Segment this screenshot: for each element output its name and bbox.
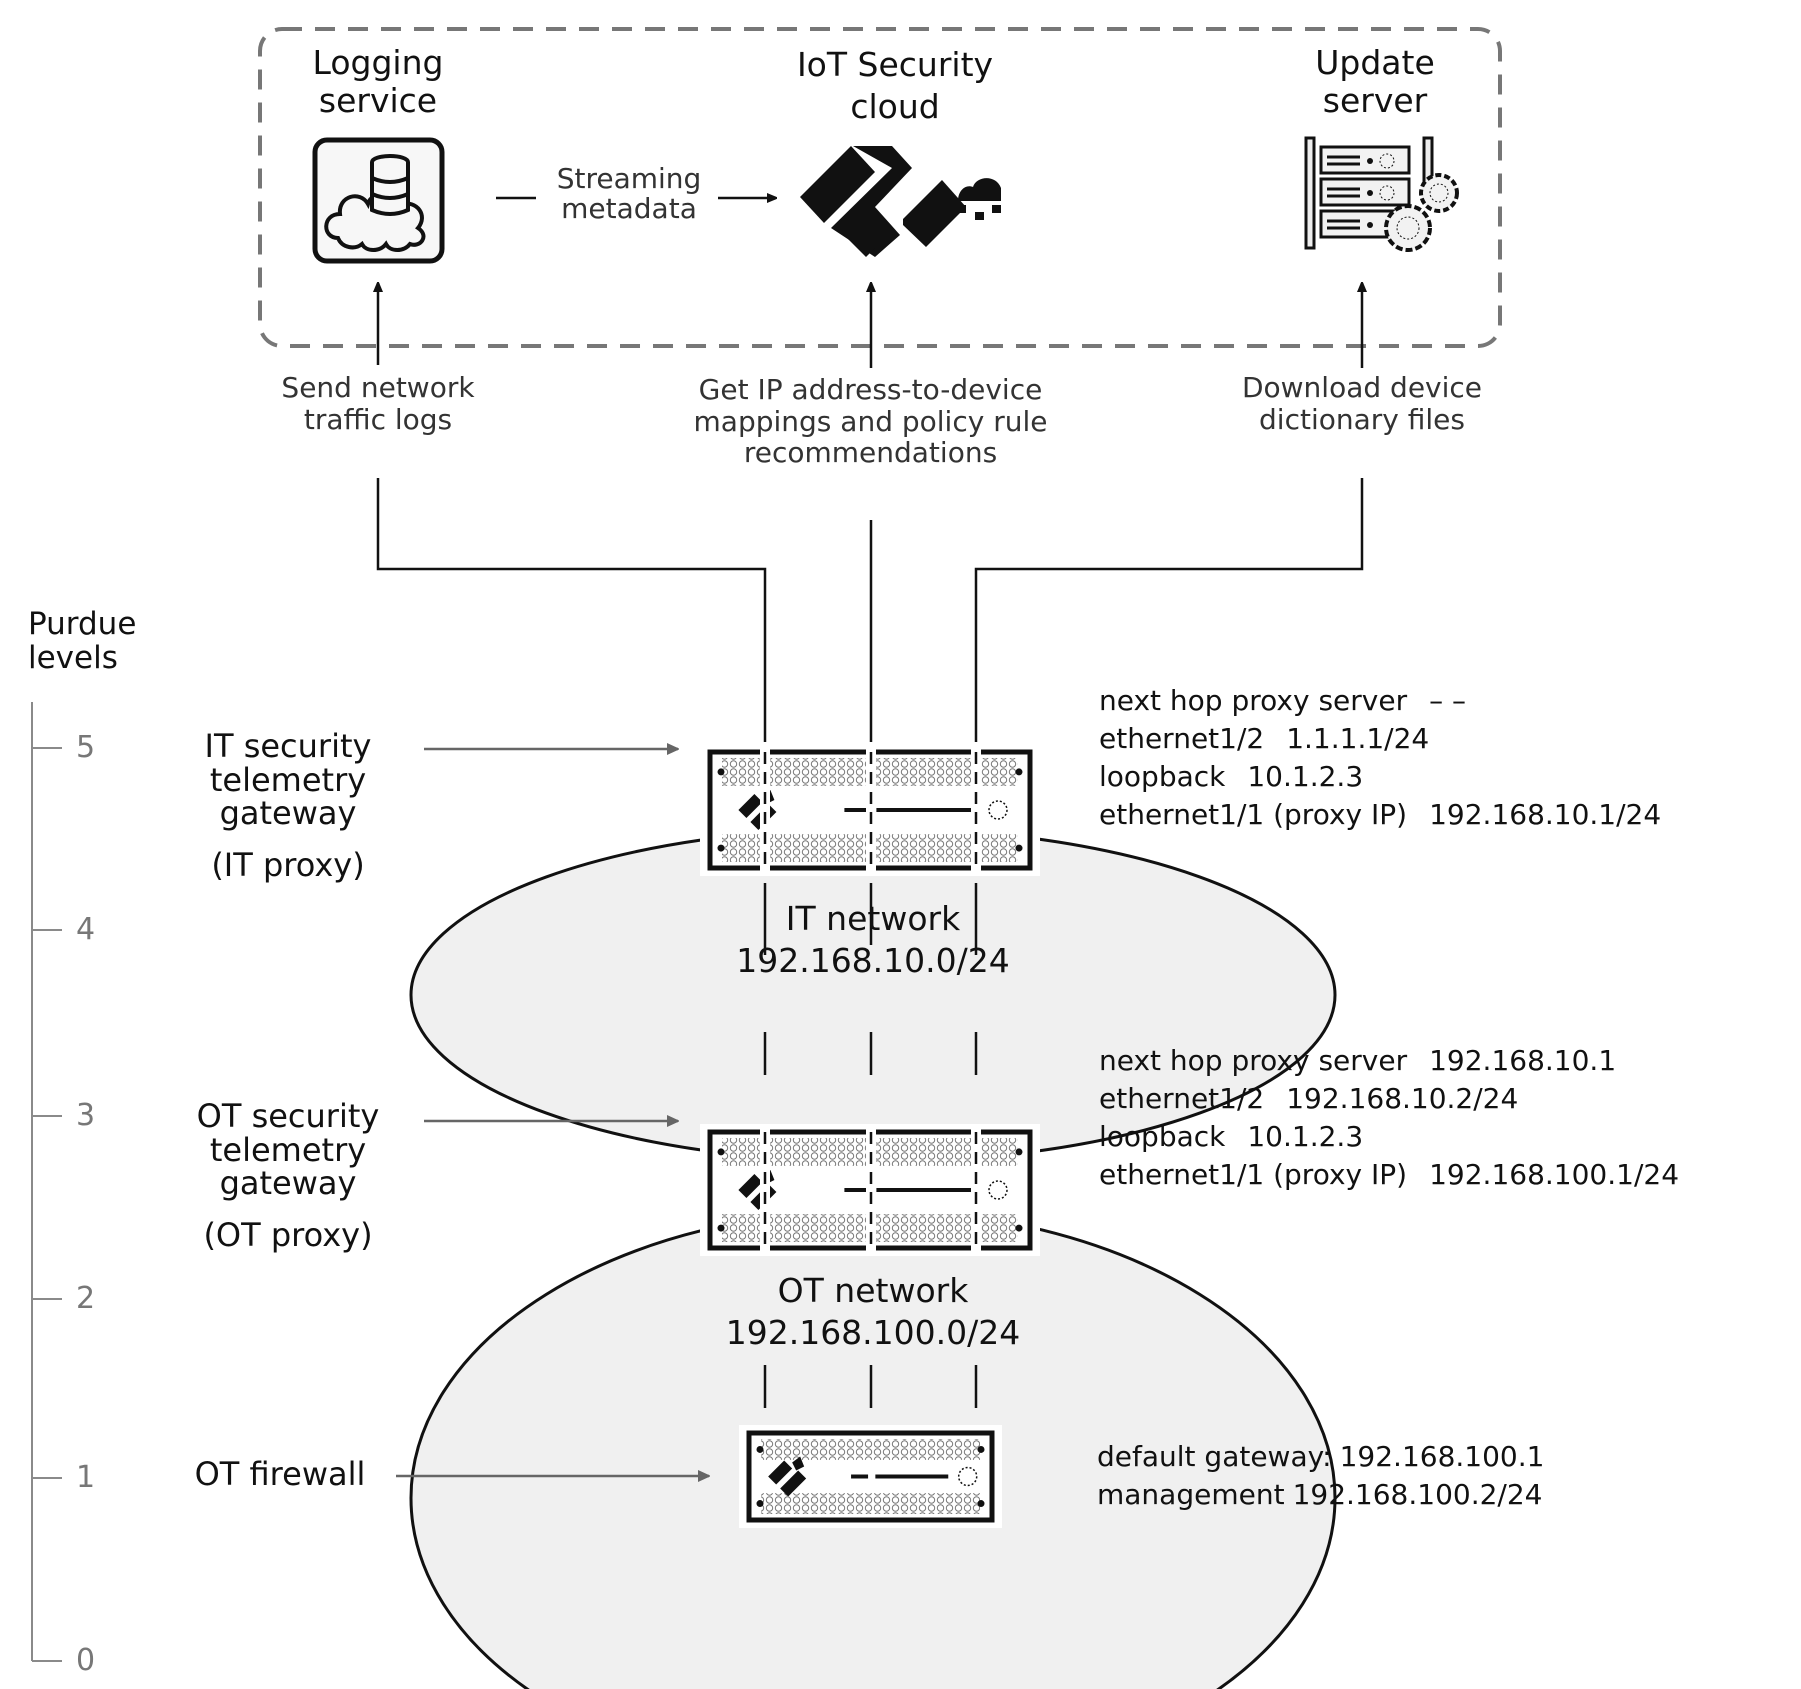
config-value: 192.168.10.1/24 [1429,798,1662,831]
dictionary-connector [974,478,1364,742]
config-row: default gateway:192.168.100.1 [1097,1438,1544,1476]
palo-alto-logo-icon [800,146,966,257]
update-server-title: Update server [1315,43,1435,120]
ot-firewall-device[interactable] [739,1425,1002,1528]
it-proxy-label: IT security telemetry gateway (IT proxy) [178,727,398,884]
ot-network-subnet: 192.168.100.0/24 [725,1313,1021,1353]
ot-proxy-label-line: OT security [196,1097,380,1135]
logs-caption: Send network traffic logs [281,371,475,436]
iot-cloud-title: IoT Security cloud [796,45,994,126]
config-row: loopback 10.1.2.3 [1099,1118,1679,1156]
purdue-level-5: 5 [76,730,96,765]
config-value: 192.168.100.1 [1339,1440,1545,1473]
purdue-level-0: 0 [76,1643,96,1678]
purdue-level-1: 1 [76,1460,96,1495]
power-button-icon [988,800,1008,820]
config-row: ethernet1/1 (proxy IP) 192.168.10.1/24 [1099,796,1661,834]
purdue-axis [31,702,62,1662]
it-network-subnet: 192.168.10.0/24 [736,941,1010,981]
ot-network-name: OT network [777,1271,969,1310]
device-logo-icon [768,1456,807,1497]
config-value: 10.1.2.3 [1247,760,1364,793]
server-rack-gears-icon [1304,136,1459,252]
cloud-network-icon [957,178,1001,220]
config-value: 192.168.10.1 [1429,1044,1617,1077]
config-key: ethernet1/2 [1099,1082,1265,1115]
power-button-icon [988,1180,1008,1200]
it-proxy-role: (IT proxy) [211,845,365,884]
config-row: loopback 10.1.2.3 [1099,758,1661,796]
cloud-services-group [258,27,1502,348]
mappings-caption: Get IP address-to-device mappings and po… [693,373,1048,470]
purdue-levels-title: Purdue levels [28,606,137,677]
config-row: ethernet1/2 1.1.1.1/24 [1099,720,1661,758]
purdue-level-4: 4 [76,912,96,947]
it-proxy-label-line: gateway [219,794,357,833]
ot-proxy-device[interactable] [700,1124,1040,1256]
config-key: next hop proxy server [1099,684,1408,717]
config-value: – – [1429,684,1467,717]
config-value: 10.1.2.3 [1247,1120,1364,1153]
purdue-level-3: 3 [76,1098,96,1133]
logging-service-title: Logging service [312,43,444,120]
logs-connector [376,478,767,742]
database-cloud-icon [312,137,445,264]
config-row: next hop proxy server – – [1099,682,1661,720]
purdue-level-2: 2 [76,1281,96,1316]
ot-network-label: OT network 192.168.100.0/24 [673,1270,1073,1354]
it-proxy-device[interactable] [700,744,1040,876]
ot-proxy-label-line: gateway [219,1164,357,1203]
config-row: ethernet1/1 (proxy IP) 192.168.100.1/24 [1099,1156,1679,1194]
ot-proxy-role: (OT proxy) [203,1215,373,1254]
config-row: next hop proxy server 192.168.10.1 [1099,1042,1679,1080]
config-value: 192.168.10.2/24 [1286,1082,1519,1115]
ot-proxy-label: OT security telemetry gateway (OT proxy) [178,1097,398,1254]
it-network-label: IT network 192.168.10.0/24 [673,898,1073,982]
it-proxy-config: next hop proxy server – – ethernet1/2 1.1.1… [1099,682,1661,834]
config-value: 192.168.100.1/24 [1429,1158,1680,1191]
config-value: 192.168.100.2/24 [1292,1478,1543,1511]
it-network-name: IT network [785,899,961,938]
config-key: management [1097,1478,1285,1511]
config-key: loopback [1099,1120,1226,1153]
config-key: loopback [1099,760,1226,793]
config-key: default gateway: [1097,1440,1332,1473]
config-key: ethernet1/2 [1099,722,1265,755]
vent-grille [761,1439,980,1460]
dictionary-caption: Download device dictionary files [1241,371,1483,436]
it-proxy-label-line: telemetry [209,760,367,799]
it-proxy-label-line: IT security [204,727,372,765]
power-button-icon [957,1466,978,1487]
ot-firewall-label: OT firewall [194,1455,366,1493]
config-key: next hop proxy server [1099,1044,1408,1077]
config-value: 1.1.1.1/24 [1286,722,1430,755]
config-key: ethernet1/1 (proxy IP) [1099,1158,1408,1191]
config-key: ethernet1/1 (proxy IP) [1099,798,1408,831]
ot-proxy-label-line: telemetry [209,1130,367,1169]
vent-grille [761,1493,980,1514]
streaming-metadata-label: Streaming metadata [556,162,702,225]
config-row: ethernet1/2 192.168.10.2/24 [1099,1080,1679,1118]
